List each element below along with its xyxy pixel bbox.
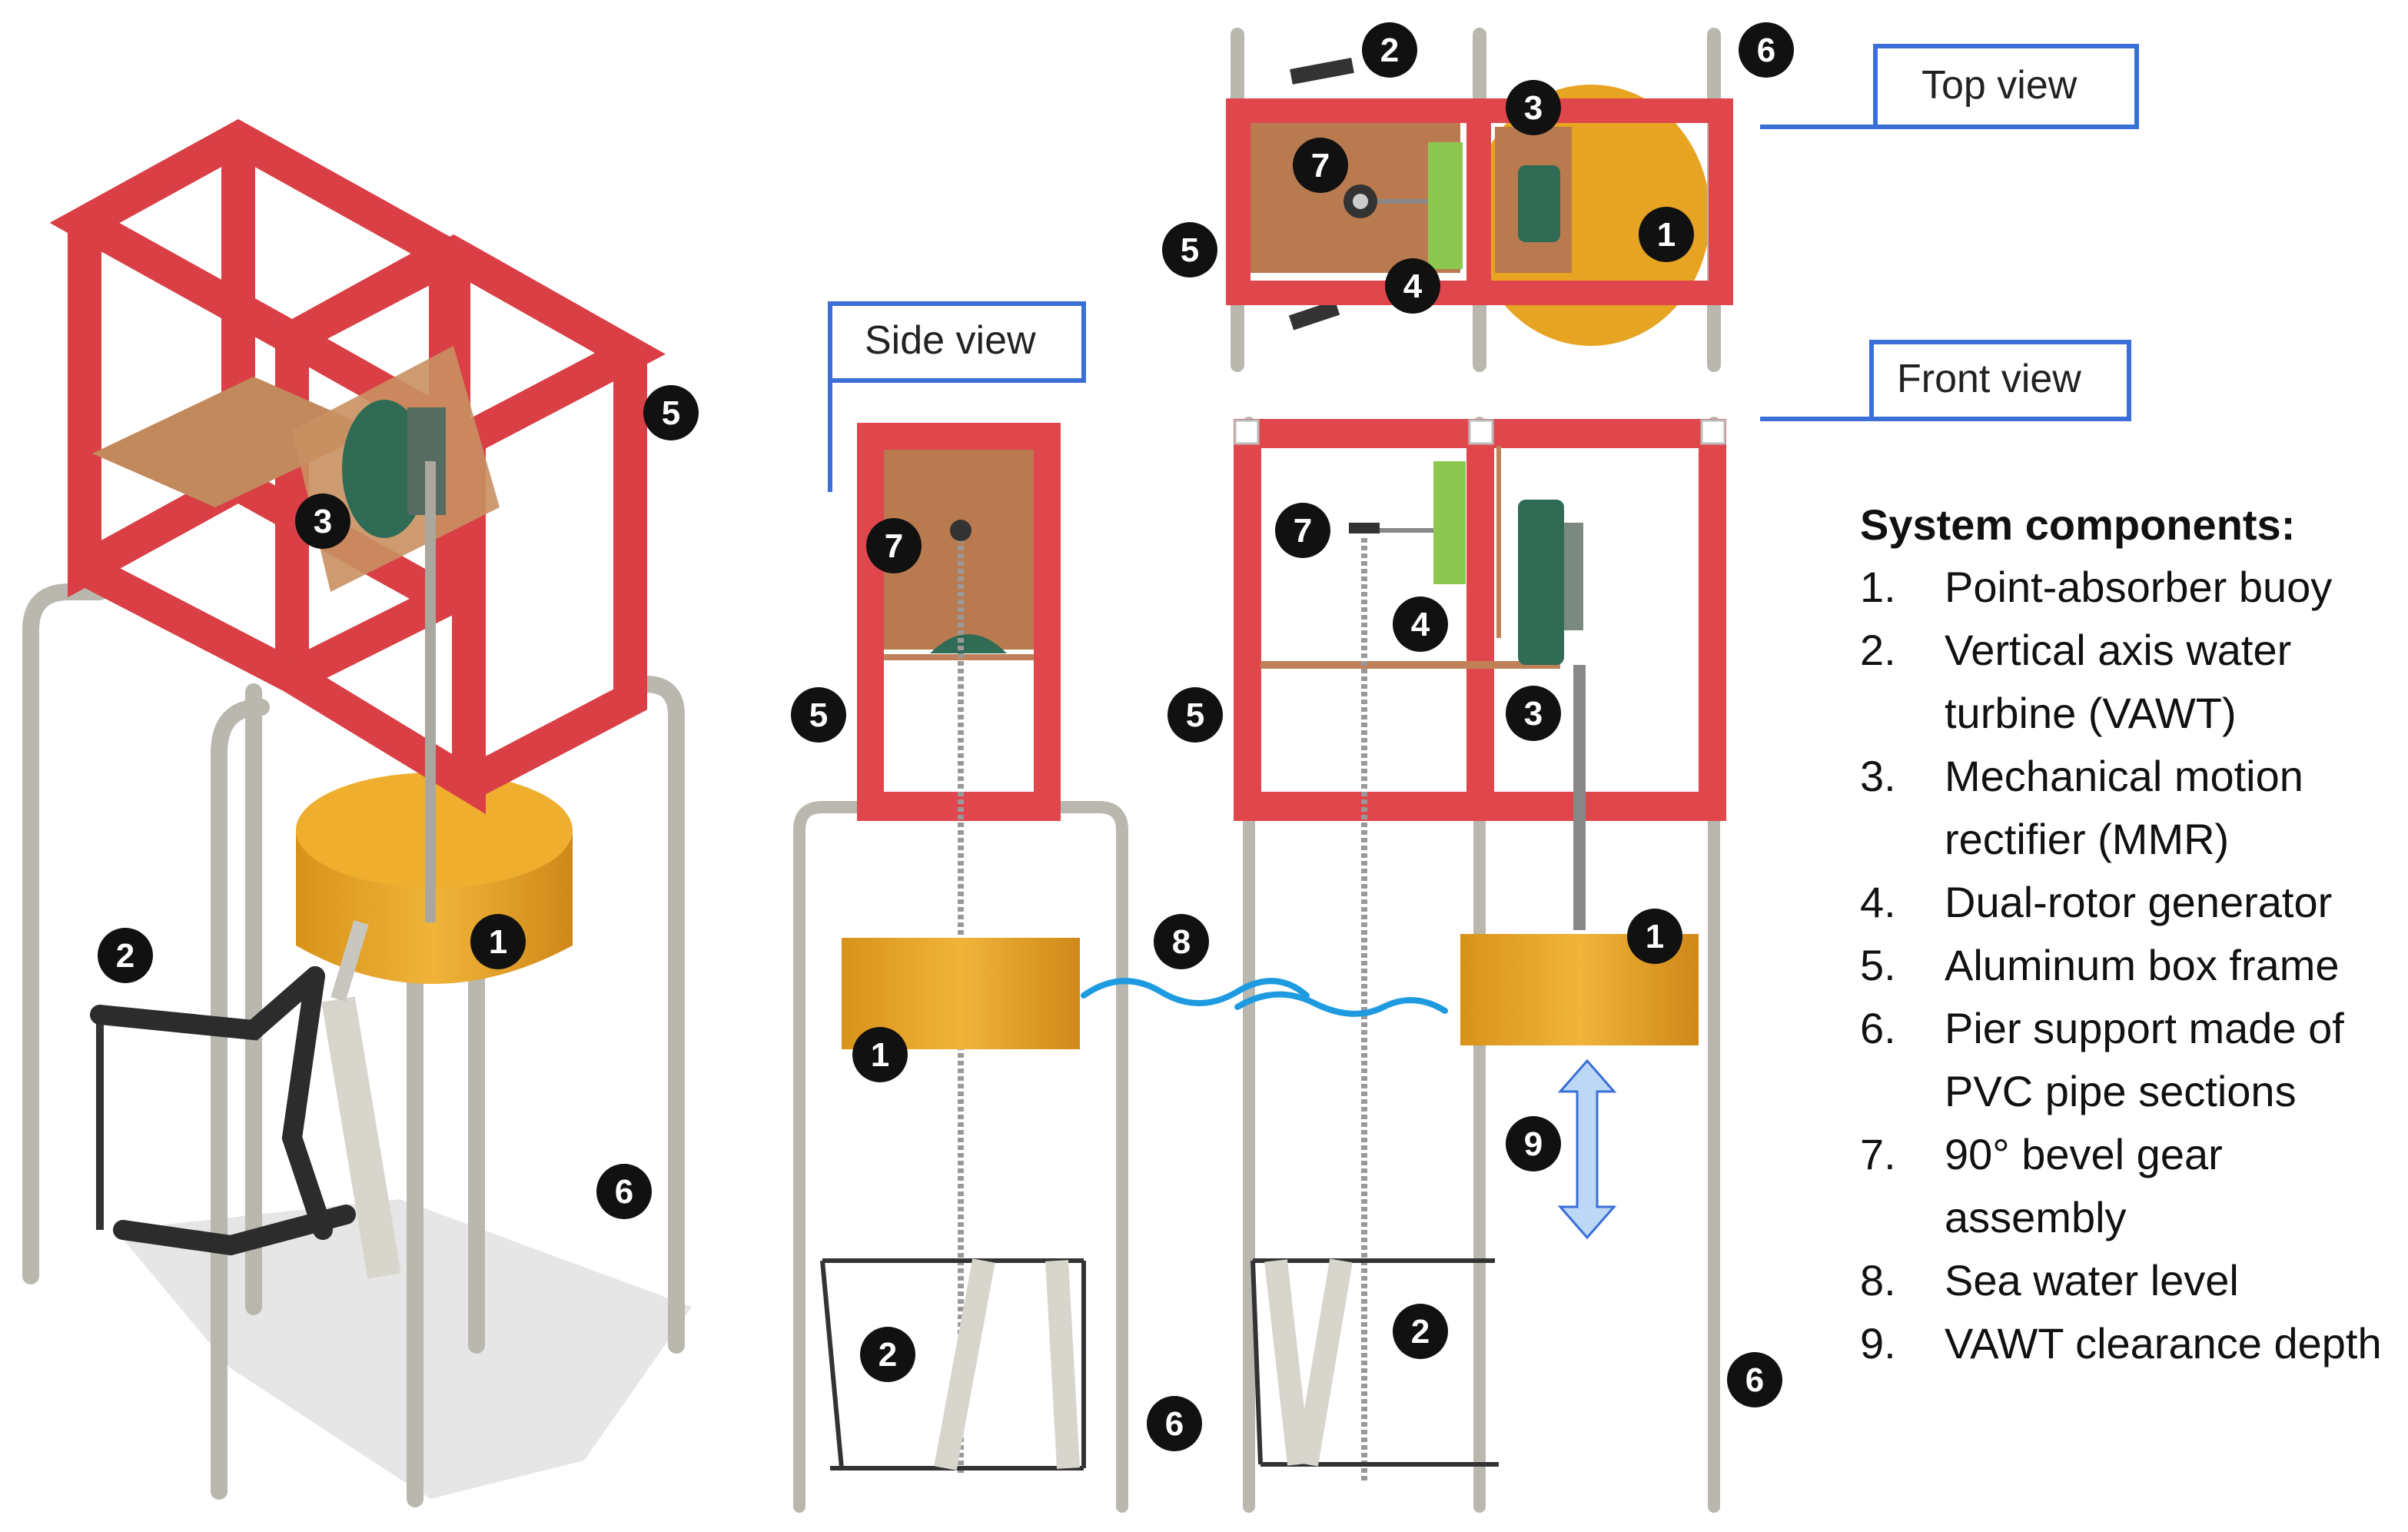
- marker-2: 2: [98, 928, 153, 983]
- svg-text:5: 5: [809, 696, 828, 734]
- legend-item: 1.Point-absorber buoy: [1860, 563, 2333, 611]
- marker-2-side: 2: [860, 1327, 915, 1382]
- svg-text:6: 6: [1165, 1405, 1184, 1443]
- svg-text:1: 1: [1657, 216, 1676, 254]
- svg-text:7: 7: [1294, 512, 1312, 550]
- legend-item: 6.Pier support made of PVC pipe sections: [1860, 1004, 2344, 1115]
- svg-text:3: 3: [1524, 89, 1543, 127]
- svg-text:5: 5: [1186, 696, 1204, 734]
- marker-5-side: 5: [791, 687, 846, 743]
- marker-3-top: 3: [1506, 80, 1561, 135]
- turbine-front: [1250, 1258, 1499, 1467]
- plywood-plate-iso: [92, 377, 377, 507]
- marker-1: 1: [470, 914, 526, 969]
- mmr-front: [1518, 500, 1564, 665]
- mmr-iso: [342, 400, 446, 922]
- marker-4-front: 4: [1393, 597, 1448, 652]
- frame-side: [857, 423, 1061, 821]
- frame-top: [1226, 98, 1733, 305]
- svg-text:3: 3: [1524, 695, 1543, 733]
- view-labels: [828, 44, 2139, 492]
- marker-6-front: 6: [1727, 1352, 1782, 1407]
- marker-1-side: 1: [852, 1027, 908, 1082]
- frame-front: [1234, 419, 1726, 821]
- marker-6-side: 6: [1147, 1396, 1202, 1451]
- side-view-label: Side view: [865, 318, 1036, 363]
- legend-item: 4.Dual-rotor generator: [1860, 878, 2333, 926]
- marker-1-front: 1: [1627, 909, 1682, 964]
- marker-2-top: 2: [1362, 22, 1417, 78]
- marker-8: 8: [1154, 914, 1209, 969]
- svg-text:2: 2: [1380, 32, 1399, 69]
- box-frame-iso: [49, 118, 666, 815]
- svg-text:2: 2: [879, 1336, 897, 1374]
- top-view: [1226, 28, 1733, 372]
- marker-1-top: 1: [1639, 207, 1694, 262]
- svg-text:7: 7: [885, 527, 903, 565]
- marker-5-top: 5: [1162, 222, 1217, 277]
- svg-text:8: 8: [1172, 923, 1191, 961]
- marker-5: 5: [643, 385, 699, 440]
- generator-front: [1433, 461, 1466, 584]
- svg-text:2: 2: [1411, 1313, 1430, 1351]
- legend-item: 5.Aluminum box frame: [1860, 941, 2340, 989]
- marker-2-front: 2: [1393, 1304, 1448, 1359]
- turbine-side: [820, 1258, 1086, 1471]
- front-view-label: Front view: [1897, 357, 2081, 401]
- svg-text:6: 6: [615, 1173, 633, 1211]
- mmr-top: [1518, 165, 1560, 242]
- marker-5-front: 5: [1167, 687, 1223, 743]
- svg-text:5: 5: [1181, 231, 1199, 269]
- svg-text:1: 1: [489, 923, 507, 961]
- legend-item: 9.VAWT clearance depth: [1860, 1319, 2382, 1368]
- svg-text:4: 4: [1411, 606, 1430, 643]
- svg-text:1: 1: [1646, 918, 1664, 955]
- turbine-top: [1288, 58, 1354, 331]
- turbine-iso: [90, 920, 401, 1279]
- marker-7-side: 7: [866, 518, 922, 573]
- generator-top: [1428, 142, 1463, 269]
- marker-4-top: 4: [1385, 258, 1440, 314]
- svg-text:6: 6: [1757, 32, 1775, 69]
- legend-item: 2.Vertical axis water turbine (VAWT): [1860, 626, 2292, 737]
- marker-7-front: 7: [1275, 503, 1330, 558]
- pier-pipes-side: [793, 801, 1128, 1513]
- legend-item: 7.90° bevel gear assembly: [1860, 1130, 2223, 1241]
- front-view: [1234, 417, 1726, 1513]
- marker-6: 6: [596, 1164, 652, 1219]
- svg-text:2: 2: [116, 937, 135, 975]
- legend-title: System components:: [1860, 500, 2296, 549]
- marker-3-front: 3: [1506, 686, 1561, 741]
- svg-text:3: 3: [314, 503, 332, 540]
- component-legend: System components: 1.Point-absorber buoy…: [1860, 500, 2398, 1375]
- svg-text:4: 4: [1403, 268, 1423, 305]
- svg-text:7: 7: [1311, 147, 1330, 184]
- isometric-view: [22, 118, 692, 1507]
- side-view: [793, 423, 1128, 1513]
- clearance-arrow: [1557, 1058, 1617, 1240]
- marker-9: 9: [1506, 1116, 1561, 1171]
- svg-text:1: 1: [871, 1036, 889, 1074]
- legend-item: 8.Sea water level: [1860, 1256, 2239, 1304]
- sea-water-level: [1081, 978, 1448, 1017]
- marker-7-top: 7: [1293, 138, 1348, 193]
- svg-text:9: 9: [1524, 1125, 1543, 1163]
- marker-3: 3: [295, 493, 350, 549]
- marker-6-top: 6: [1739, 22, 1794, 78]
- legend-item: 3.Mechanical motion rectifier (MMR): [1860, 752, 2303, 863]
- svg-text:5: 5: [662, 394, 680, 432]
- markers: 1 2 3 5 6 2 6 3 7 1 5 4 7 5 1 2 6 8 7 4 …: [98, 22, 1794, 1451]
- legend-list: 1.Point-absorber buoy 2.Vertical axis wa…: [1860, 556, 2398, 1375]
- svg-text:6: 6: [1745, 1361, 1764, 1399]
- top-view-label: Top view: [1921, 63, 2078, 108]
